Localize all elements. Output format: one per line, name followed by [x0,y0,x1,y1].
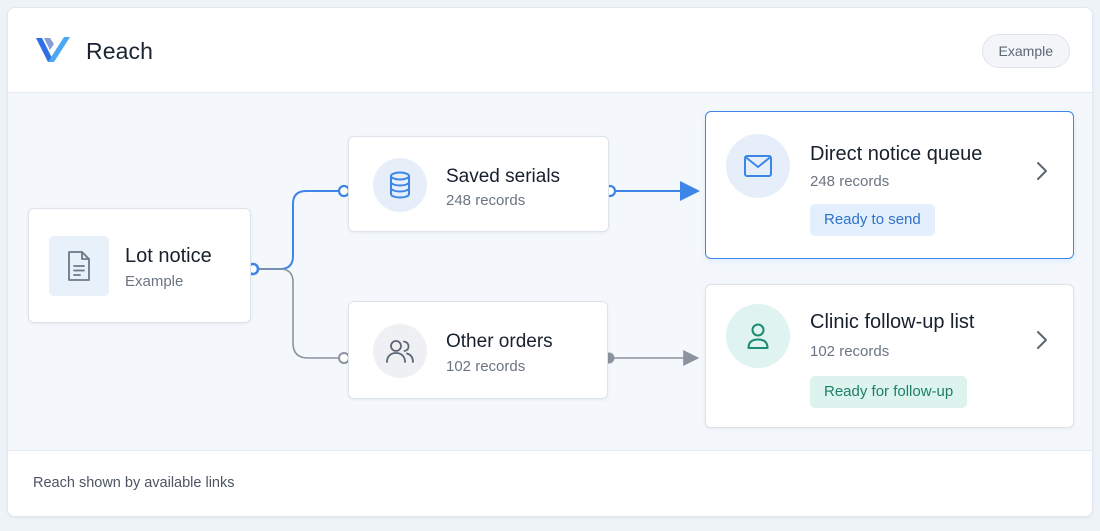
saved-serials-title: Saved serials [446,166,561,187]
direct-queue-title: Direct notice queue [810,143,983,165]
other-orders-count: 102 records [446,358,526,375]
reach-logo-icon [36,37,70,62]
example-badge: Example [981,34,1070,68]
direct-queue-count: 248 records [810,173,890,190]
link-source-to-saved-serials [253,190,344,270]
chevron-right-icon[interactable] [1035,161,1049,181]
link-source-to-other-orders [253,268,344,359]
clinic-list-title: Clinic follow-up list [810,311,975,333]
database-icon [373,158,427,212]
status-badge-ready-to-send: Ready to send [810,204,935,236]
saved-serials-count: 248 records [446,192,526,209]
reach-card: Reach Example [7,7,1093,517]
mail-icon [726,134,790,198]
node-saved-serials[interactable]: Saved serials 248 records [348,136,609,232]
app-title: Reach [86,38,153,64]
status-badge-ready-for-follow-up: Ready for follow-up [810,376,968,408]
lot-notice-title: Lot notice [125,245,212,267]
users-icon [373,324,427,378]
user-icon [726,304,790,368]
header: Reach Example [8,8,1092,93]
node-other-orders[interactable]: Other orders 102 records [348,301,608,399]
document-icon [49,236,109,296]
footer-note: Reach shown by available links [33,475,235,491]
node-clinic-follow-up-list[interactable]: Clinic follow-up list 102 records Ready … [705,284,1074,428]
chevron-right-icon[interactable] [1035,330,1049,350]
other-orders-title: Other orders [446,331,553,352]
lot-notice-subtitle: Example [125,273,184,290]
clinic-list-count: 102 records [810,343,890,360]
node-direct-notice-queue[interactable]: Direct notice queue 248 records Ready to… [705,111,1074,259]
footer: Reach shown by available links [8,450,1092,516]
node-lot-notice[interactable]: Lot notice Example [28,208,251,323]
diagram-canvas: Lot notice Example Saved serials 248 rec… [8,93,1092,450]
